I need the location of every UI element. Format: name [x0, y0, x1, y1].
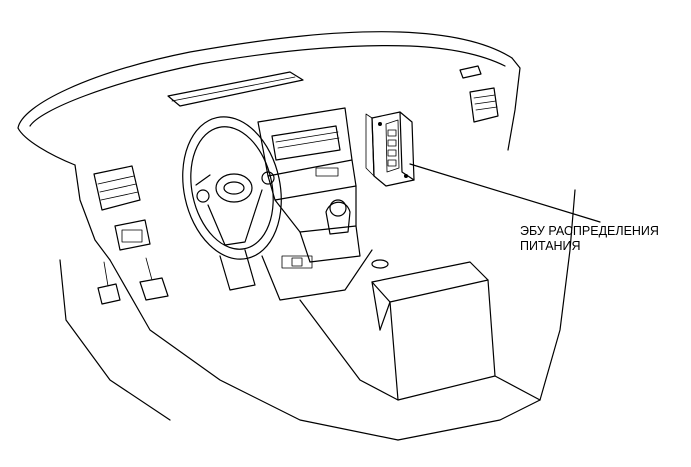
armrest-console: [371, 261, 496, 401]
steering-column: [219, 249, 256, 291]
center-stack: [257, 107, 357, 233]
callout-line-1: ЭБУ РАСПРЕДЕЛЕНИЯ: [520, 224, 659, 238]
center-console: [261, 199, 389, 301]
dashboard-top-outline: [17, 31, 521, 166]
defroster-vent: [167, 71, 304, 107]
floor-outline: [59, 189, 576, 441]
steering-wheel: [182, 116, 282, 260]
ecu-callout-label: ЭБУ РАСПРЕДЕЛЕНИЯ ПИТАНИЯ: [520, 224, 659, 254]
power-distribution-ecu: [365, 111, 415, 187]
pedals: [97, 257, 169, 305]
right-upper-vent: [459, 65, 499, 123]
left-dashboard-section: [74, 164, 151, 261]
callout-line-2: ПИТАНИЯ: [520, 239, 581, 253]
callout-leader: [409, 163, 601, 223]
